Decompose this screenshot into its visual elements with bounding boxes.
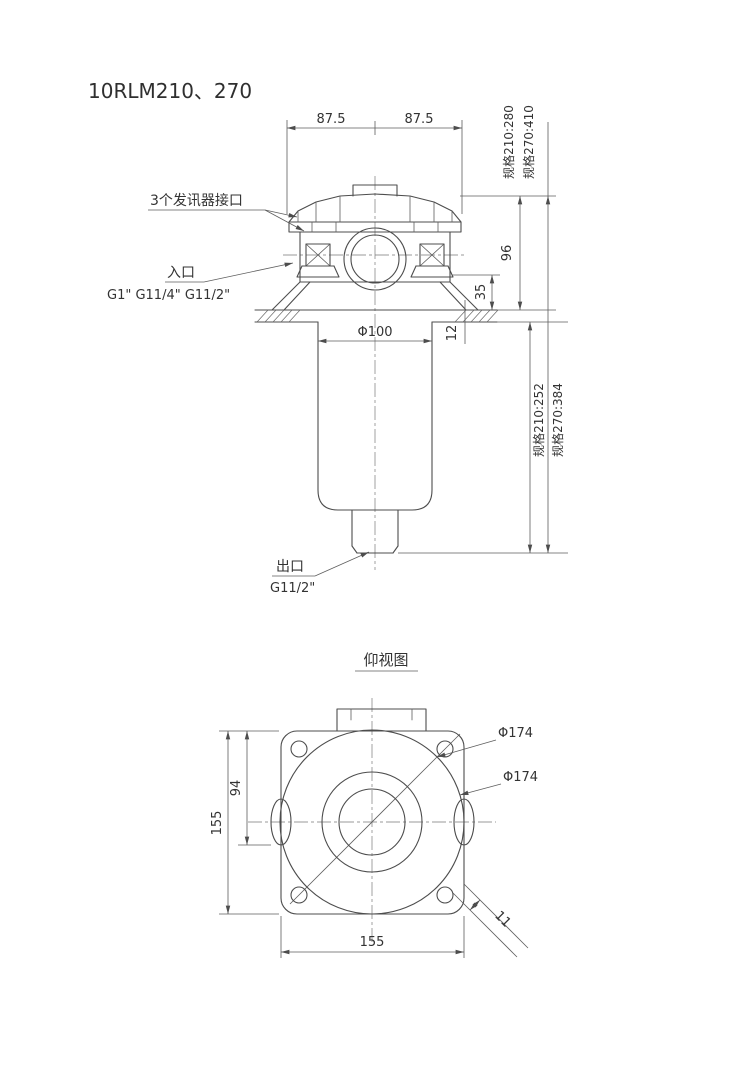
front-leader-lines xyxy=(148,209,370,577)
spec-overall-height-210: 规格210:280 xyxy=(501,105,516,179)
left-clamp-ear xyxy=(270,798,292,846)
dim-width-155: 155 xyxy=(360,935,385,950)
front-dimension-lines xyxy=(286,120,568,554)
bottom-view: 仰视图 xyxy=(210,651,538,958)
plate-section-hatching xyxy=(256,309,499,323)
spec-overall-height-270: 规格270:410 xyxy=(521,105,536,179)
dim-bolt-circle-2: Φ174 xyxy=(503,770,538,785)
label-sensor-ports: 3个发讯器接口 xyxy=(150,192,243,209)
flange-circles xyxy=(279,729,465,915)
clamp-bolt-right xyxy=(410,243,454,278)
bolt-holes xyxy=(290,740,454,904)
label-outlet: 出口 xyxy=(276,559,304,575)
dim-94: 94 xyxy=(229,780,244,797)
dim-bolt-circle-1: Φ174 xyxy=(498,726,533,741)
bottom-view-title: 仰视图 xyxy=(363,651,408,669)
spec-tank-depth-210: 规格210:252 xyxy=(531,383,546,457)
dim-body-diameter: Φ100 xyxy=(357,325,392,340)
label-inlet: 入口 xyxy=(167,265,195,281)
dim-height-155: 155 xyxy=(210,811,225,836)
filter-head xyxy=(296,227,454,291)
top-connector-tab xyxy=(336,708,427,732)
dim-half-width-left: 87.5 xyxy=(317,112,346,127)
dim-plate-thickness: 12 xyxy=(445,325,460,342)
dim-head-height: 96 xyxy=(500,245,515,262)
mounting-flange-arms xyxy=(271,281,479,311)
front-view: 87.5 87.5 规格210:280 规格270:410 3个发讯器接口 入口… xyxy=(107,105,568,596)
bottom-dimension-lines xyxy=(219,730,529,958)
page-title: 10RLM210、270 xyxy=(88,79,252,103)
dim-inlet-height: 35 xyxy=(474,284,489,301)
spec-tank-depth-270: 规格270:384 xyxy=(550,383,565,457)
filter-cap xyxy=(288,184,462,233)
tank-mounting-plate xyxy=(254,309,498,323)
head-boss-inner-circle xyxy=(350,234,400,284)
filter-body xyxy=(317,321,433,511)
flange-outline xyxy=(270,708,475,915)
front-centerlines xyxy=(283,176,467,570)
dim-half-width-right: 87.5 xyxy=(405,112,434,127)
dim-corner-11: 11 xyxy=(491,908,513,930)
head-boss-outer-circle xyxy=(343,227,407,291)
diagonal-construction-line xyxy=(289,733,461,905)
clamp-bolt-left xyxy=(296,243,340,278)
label-outlet-thread: G11/2" xyxy=(270,581,315,596)
label-inlet-threads: G1" G11/4" G11/2" xyxy=(107,288,230,303)
right-clamp-ear xyxy=(453,798,475,846)
